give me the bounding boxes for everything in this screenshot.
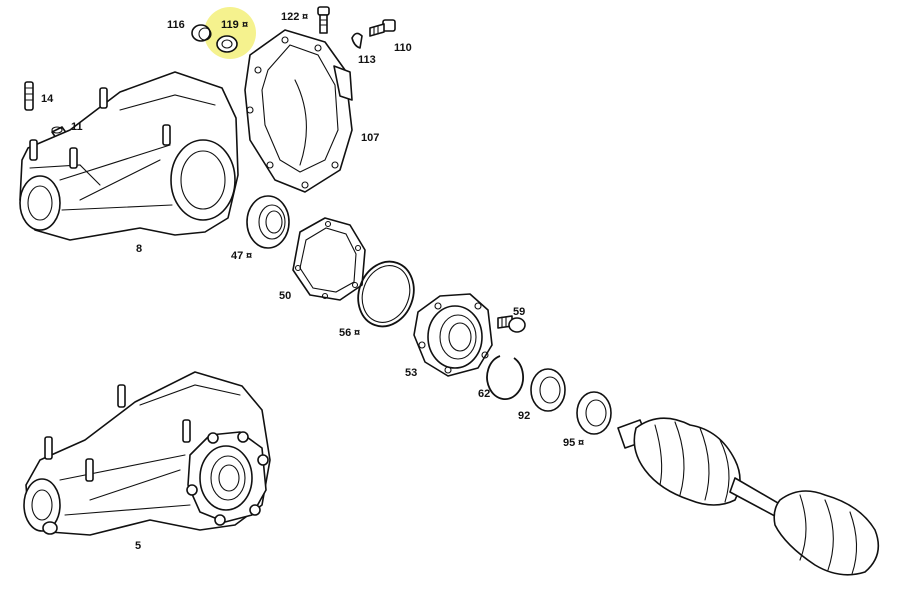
part-50-gasket[interactable]: [292, 217, 366, 301]
label-59: 59: [513, 306, 525, 318]
part-107-cover[interactable]: [244, 29, 353, 193]
label-8: 8: [136, 243, 142, 255]
label-116: 116: [167, 19, 185, 31]
part-116[interactable]: [191, 24, 212, 42]
label-122: 122: [281, 11, 299, 23]
part-56-oring[interactable]: [349, 254, 422, 334]
label-119: 119: [221, 19, 239, 31]
part-14[interactable]: [24, 81, 34, 111]
part-5-differential[interactable]: [23, 371, 271, 536]
part-92-ring[interactable]: [530, 368, 566, 412]
marker-47: ¤: [246, 250, 252, 262]
part-8-housing[interactable]: [19, 71, 239, 241]
label-62: 62: [478, 388, 490, 400]
part-113[interactable]: [351, 32, 363, 49]
part-53-bearing-housing[interactable]: [413, 293, 493, 377]
label-14: 14: [41, 93, 54, 105]
part-95-ring[interactable]: [576, 391, 612, 435]
label-110: 110: [394, 42, 412, 54]
part-62-snap-ring[interactable]: [486, 355, 524, 400]
part-59-bolt[interactable]: [497, 315, 526, 333]
label-47: 47: [231, 250, 243, 262]
marker-56: ¤: [354, 327, 360, 339]
label-56: 56: [339, 327, 351, 339]
part-47-seal[interactable]: [246, 195, 290, 249]
drive-shaft[interactable]: [617, 417, 880, 576]
part-119[interactable]: [216, 35, 238, 53]
label-113: 113: [358, 54, 376, 66]
marker-119: ¤: [242, 19, 248, 31]
label-5: 5: [135, 540, 141, 552]
label-92: 92: [518, 410, 530, 422]
label-95: 95: [563, 437, 575, 449]
label-107: 107: [361, 132, 379, 144]
label-53: 53: [405, 367, 417, 379]
part-122[interactable]: [317, 6, 330, 34]
marker-122: ¤: [302, 11, 308, 23]
label-11: 11: [71, 121, 83, 133]
part-110[interactable]: [369, 19, 396, 37]
label-50: 50: [279, 290, 291, 302]
marker-95: ¤: [578, 437, 584, 449]
